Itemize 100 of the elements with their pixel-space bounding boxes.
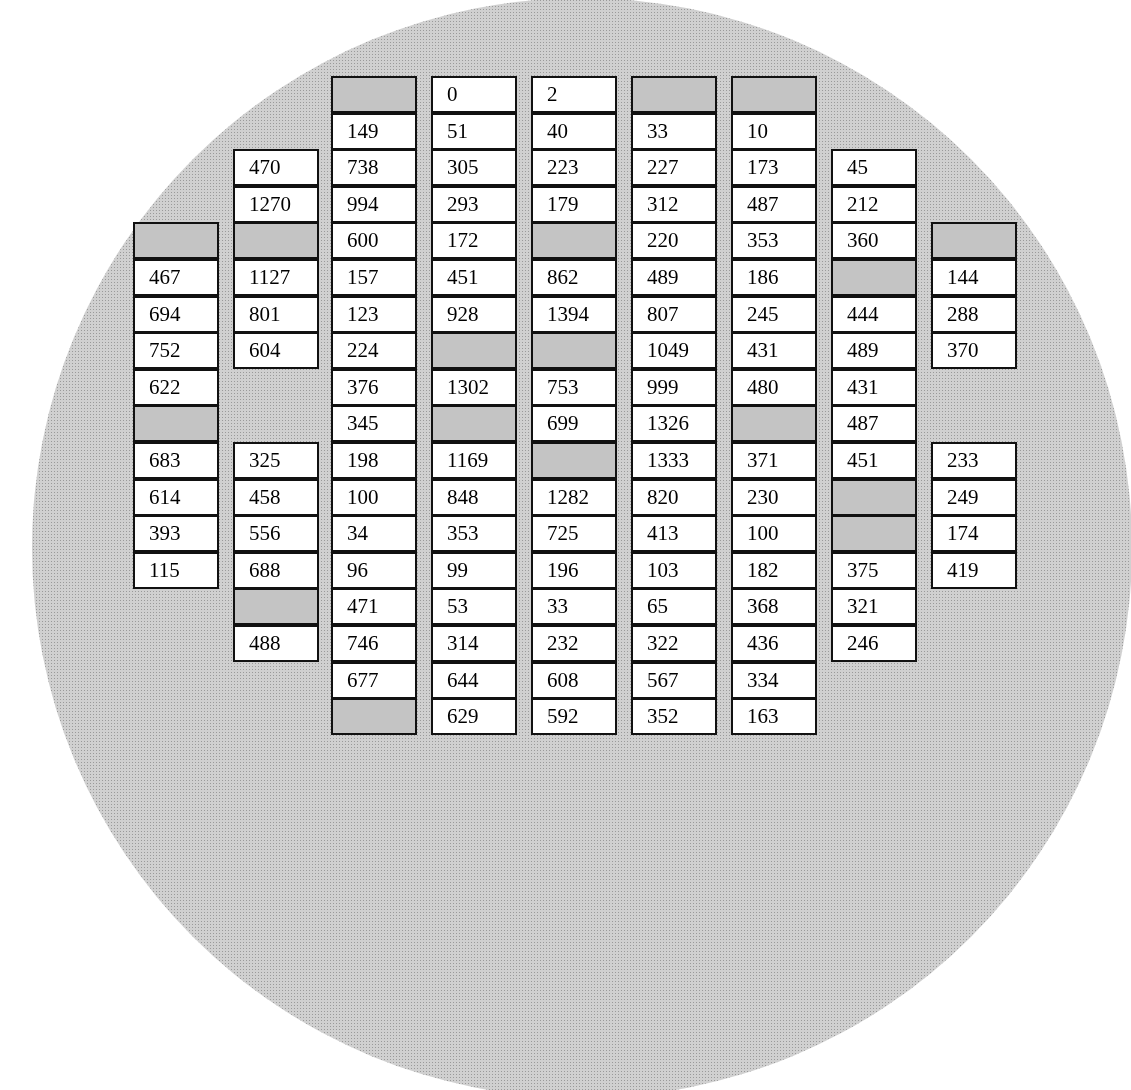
die-cell: 467 <box>133 259 219 296</box>
die-cell: 371 <box>731 442 817 479</box>
die-cell: 368 <box>731 588 817 626</box>
die-cell: 848 <box>431 478 517 516</box>
blank-die-cell <box>831 515 917 553</box>
die-cell: 173 <box>731 149 817 187</box>
die-cell: 614 <box>133 478 219 516</box>
die-cell: 608 <box>531 661 617 699</box>
die-cell: 352 <box>631 698 717 736</box>
die-cell: 99 <box>431 551 517 589</box>
die-cell: 1302 <box>431 368 517 406</box>
die-cell: 325 <box>233 442 319 479</box>
blank-die-cell <box>431 405 517 443</box>
die-cell: 33 <box>631 112 717 150</box>
die-cell: 375 <box>831 551 917 589</box>
blank-die-cell <box>831 478 917 516</box>
die-cell: 489 <box>631 259 717 296</box>
die-cell: 489 <box>831 332 917 370</box>
die-cell: 182 <box>731 551 817 589</box>
die-cell: 699 <box>531 405 617 443</box>
blank-die-cell <box>531 442 617 479</box>
die-cell: 1282 <box>531 478 617 516</box>
die-cell: 393 <box>133 515 219 553</box>
die-cell: 115 <box>133 551 219 589</box>
die-cell: 431 <box>731 332 817 370</box>
die-cell: 487 <box>831 405 917 443</box>
die-cell: 198 <box>331 442 417 479</box>
die-cell: 470 <box>233 149 319 187</box>
die-cell: 629 <box>431 698 517 736</box>
die-cell: 753 <box>531 368 617 406</box>
blank-die-cell <box>531 222 617 260</box>
die-cell: 312 <box>631 185 717 223</box>
die-cell: 820 <box>631 478 717 516</box>
die-cell: 683 <box>133 442 219 479</box>
die-cell: 246 <box>831 625 917 662</box>
die-cell: 322 <box>631 625 717 662</box>
die-cell: 451 <box>831 442 917 479</box>
die-cell: 556 <box>233 515 319 553</box>
die-cell: 807 <box>631 295 717 333</box>
die-cell: 801 <box>233 295 319 333</box>
blank-die-cell <box>133 222 219 260</box>
die-cell: 431 <box>831 368 917 406</box>
die-cell: 694 <box>133 295 219 333</box>
die-cell: 644 <box>431 661 517 699</box>
die-cell: 149 <box>331 112 417 150</box>
blank-die-cell <box>731 76 817 113</box>
die-cell: 604 <box>233 332 319 370</box>
die-cell: 1127 <box>233 259 319 296</box>
die-cell: 353 <box>731 222 817 260</box>
die-cell: 123 <box>331 295 417 333</box>
blank-die-cell <box>731 405 817 443</box>
die-cell: 334 <box>731 661 817 699</box>
die-cell: 96 <box>331 551 417 589</box>
die-cell: 196 <box>531 551 617 589</box>
die-cell: 419 <box>931 551 1017 589</box>
blank-die-cell <box>431 332 517 370</box>
die-cell: 33 <box>531 588 617 626</box>
die-cell: 163 <box>731 698 817 736</box>
blank-die-cell <box>233 222 319 260</box>
die-cell: 999 <box>631 368 717 406</box>
die-cell: 100 <box>331 478 417 516</box>
die-cell: 738 <box>331 149 417 187</box>
die-cell: 212 <box>831 185 917 223</box>
die-cell: 436 <box>731 625 817 662</box>
die-cell: 480 <box>731 368 817 406</box>
die-cell: 444 <box>831 295 917 333</box>
die-cell: 172 <box>431 222 517 260</box>
blank-die-cell <box>931 222 1017 260</box>
die-cell: 688 <box>233 551 319 589</box>
die-cell: 45 <box>831 149 917 187</box>
die-cell: 65 <box>631 588 717 626</box>
die-cell: 321 <box>831 588 917 626</box>
die-cell: 103 <box>631 551 717 589</box>
blank-die-cell <box>331 76 417 113</box>
die-cell: 233 <box>931 442 1017 479</box>
die-cell: 677 <box>331 661 417 699</box>
die-cell: 928 <box>431 295 517 333</box>
die-cell: 1394 <box>531 295 617 333</box>
die-cell: 451 <box>431 259 517 296</box>
die-cell: 487 <box>731 185 817 223</box>
die-cell: 224 <box>331 332 417 370</box>
die-cell: 752 <box>133 332 219 370</box>
die-cell: 471 <box>331 588 417 626</box>
die-cell: 314 <box>431 625 517 662</box>
blank-die-cell <box>133 405 219 443</box>
die-cell: 600 <box>331 222 417 260</box>
die-cell: 862 <box>531 259 617 296</box>
die-cell: 232 <box>531 625 617 662</box>
die-cell: 567 <box>631 661 717 699</box>
die-cell: 53 <box>431 588 517 626</box>
die-cell: 10 <box>731 112 817 150</box>
die-cell: 622 <box>133 368 219 406</box>
die-cell: 746 <box>331 625 417 662</box>
die-cell: 345 <box>331 405 417 443</box>
die-cell: 40 <box>531 112 617 150</box>
die-cell: 994 <box>331 185 417 223</box>
die-cell: 305 <box>431 149 517 187</box>
die-cell: 245 <box>731 295 817 333</box>
die-cell: 0 <box>431 76 517 113</box>
blank-die-cell <box>831 259 917 296</box>
